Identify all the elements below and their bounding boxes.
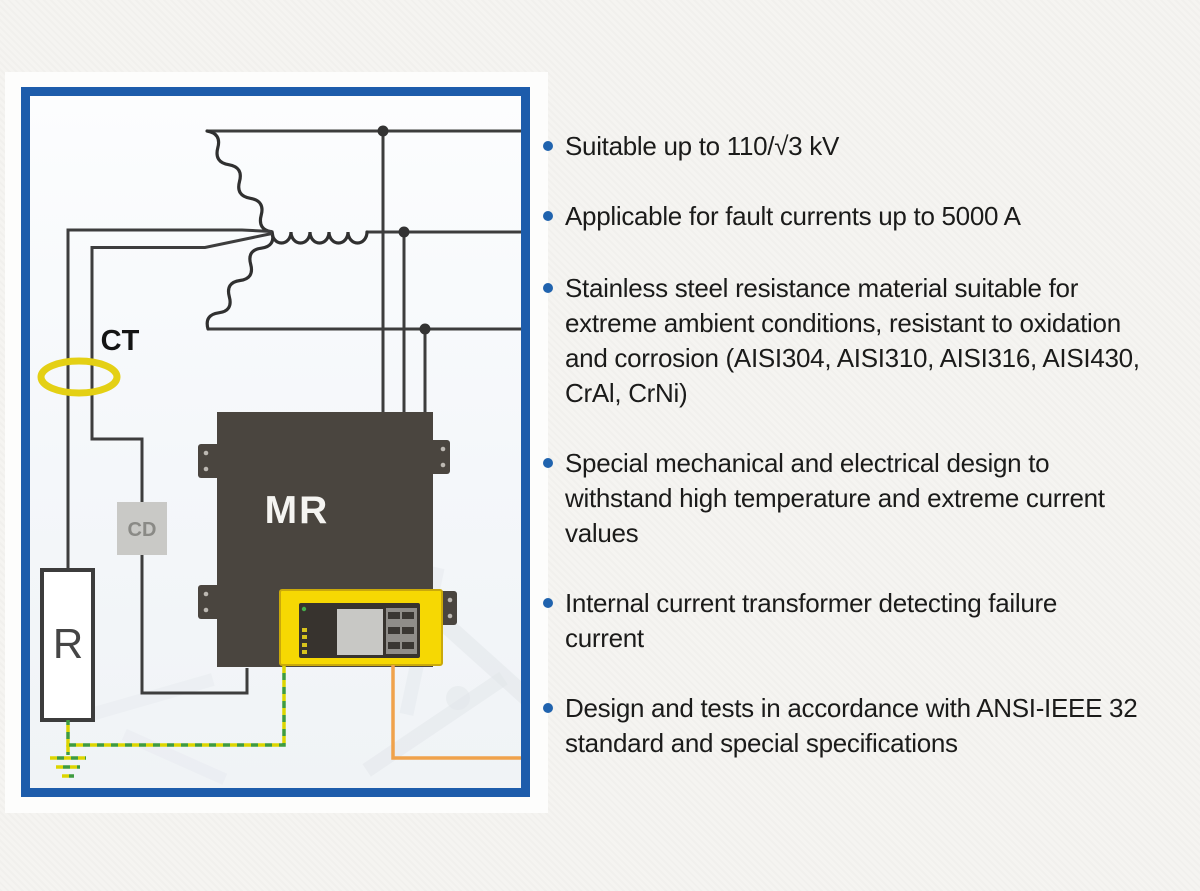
bullet-line: extreme ambient conditions, resistant to…: [565, 308, 1121, 338]
device-leds-yellow: [302, 628, 307, 654]
winding-upper: [205, 129, 274, 234]
neutral-tap-wires: [66, 228, 273, 695]
bullet-line: Stainless steel resistance material suit…: [565, 273, 1079, 303]
bullet-dot: [543, 598, 553, 608]
bullet-line: Applicable for fault currents up to 5000…: [565, 201, 1021, 231]
ct-label: CT: [101, 325, 140, 357]
bullet-dot: [543, 703, 553, 713]
earth-wire: [50, 666, 286, 778]
bullet-line: current: [565, 623, 644, 653]
mr-label: MR: [265, 489, 330, 532]
junction-dots: [377, 125, 431, 335]
bullet-item: Applicable for fault currents up to 5000…: [537, 199, 1021, 234]
bullet-dot: [543, 211, 553, 221]
phase-wires: [207, 129, 521, 412]
bullet-line: values: [565, 518, 639, 548]
bullet-line: CrAl, CrNi): [565, 378, 688, 408]
circuit-diagram: CD MR: [30, 96, 521, 788]
bullet-dot: [543, 458, 553, 468]
orange-signal-wire: [391, 665, 521, 760]
feature-list: Suitable up to 110/√3 kV Applicable for …: [537, 0, 1187, 891]
bullet-line: Suitable up to 110/√3 kV: [565, 131, 840, 161]
device-buttons: [388, 612, 414, 649]
bullet-item: Suitable up to 110/√3 kV: [537, 129, 839, 164]
cd-label: CD: [128, 519, 157, 541]
tap-wire-to-resistor: [66, 228, 273, 570]
transformer-windings: [205, 129, 369, 331]
bullet-dot: [543, 141, 553, 151]
bullet-line: Internal current transformer detecting f…: [565, 588, 1057, 618]
bullet-item: Design and tests in accordance with ANSI…: [537, 691, 1138, 761]
tap-wire-to-cd: [90, 232, 273, 502]
watermark-graphic: [86, 566, 521, 785]
bullet-dot: [543, 283, 553, 293]
bullet-line: Special mechanical and electrical design…: [565, 448, 1050, 478]
diagram-frame: CD MR: [21, 87, 530, 797]
device-led-green: [301, 606, 307, 612]
resistor-label: R: [53, 620, 83, 667]
bullet-item: Stainless steel resistance material suit…: [537, 271, 1140, 411]
cd-to-mr-wire: [140, 555, 249, 695]
ct-ring-icon: [37, 357, 121, 397]
bracket-holes: [203, 446, 453, 619]
device-display: [337, 609, 383, 655]
bullet-line: Design and tests in accordance with ANSI…: [565, 693, 1138, 723]
winding-horizontal-coil: [270, 230, 369, 245]
mr-unit: MR: [198, 412, 457, 667]
bullet-line: and corrosion (AISI304, AISI310, AISI316…: [565, 343, 1140, 373]
cd-box: [117, 502, 167, 555]
bullet-item: Internal current transformer detecting f…: [537, 586, 1057, 656]
winding-lower: [205, 230, 275, 331]
bullet-line: withstand high temperature and extreme c…: [565, 483, 1105, 513]
resistor-box: [40, 568, 95, 722]
bullet-item: Special mechanical and electrical design…: [537, 446, 1105, 551]
bullet-line: standard and special specifications: [565, 728, 958, 758]
